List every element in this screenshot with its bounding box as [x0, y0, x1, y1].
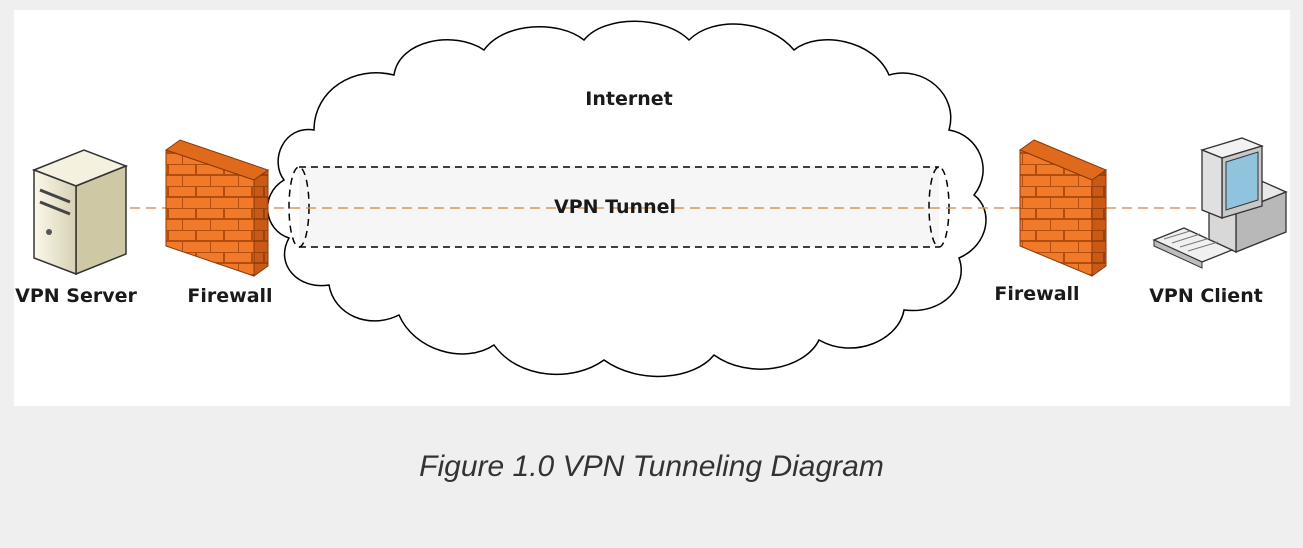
vpn-server-label: VPN Server — [15, 285, 137, 307]
firewall-icon-left — [164, 139, 270, 277]
vpn-diagram: VPN Server Firewall Internet VPN Tunnel … — [14, 10, 1290, 406]
desktop-computer-icon — [1152, 137, 1288, 269]
vpn-client-label: VPN Client — [1149, 285, 1263, 307]
vpn-tunnel-shape — [288, 166, 950, 248]
server-icon — [31, 149, 129, 276]
firewall-icon-right — [1018, 139, 1108, 277]
firewall-right-label: Firewall — [994, 283, 1079, 305]
vpn-tunnel-label: VPN Tunnel — [554, 196, 676, 218]
internet-label: Internet — [585, 88, 672, 110]
firewall-left-label: Firewall — [187, 285, 272, 307]
diagram-canvas: VPN Server Firewall Internet VPN Tunnel … — [15, 20, 1288, 378]
figure-caption: Figure 1.0 VPN Tunneling Diagram — [419, 450, 884, 483]
